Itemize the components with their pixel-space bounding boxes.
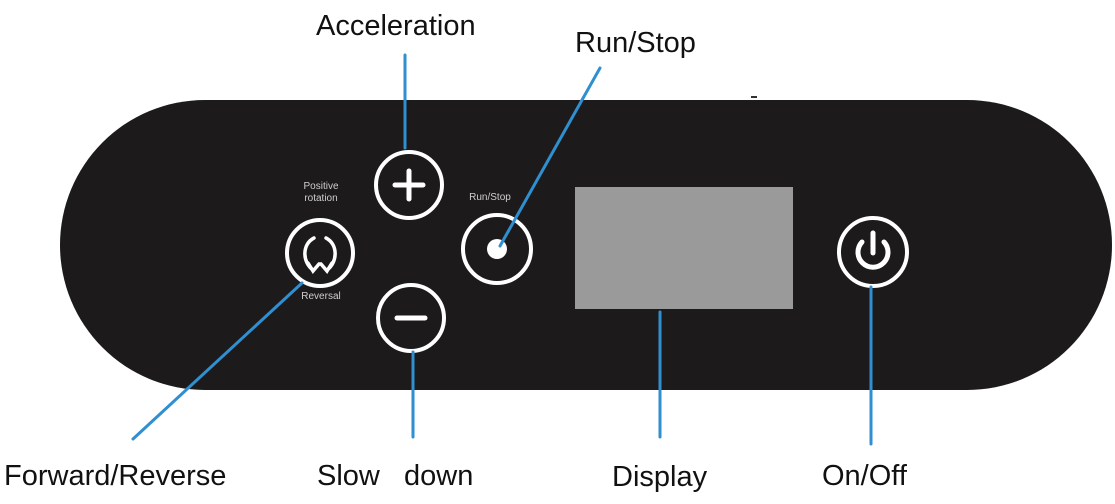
power-icon bbox=[855, 230, 891, 270]
display-screen bbox=[575, 187, 793, 309]
dot-icon bbox=[487, 239, 507, 259]
forward-reverse-callout: Forward/Reverse bbox=[4, 460, 227, 492]
positive-rotation-label-line1: Positive bbox=[303, 181, 339, 192]
positive-rotation-label: Positive rotation bbox=[288, 181, 354, 204]
reversal-label: Reversal bbox=[301, 291, 341, 302]
on-off-callout: On/Off bbox=[822, 460, 907, 492]
display-callout: Display bbox=[612, 461, 708, 493]
run-stop-callout: Run/Stop bbox=[575, 27, 696, 59]
forward-reverse-button[interactable] bbox=[285, 218, 355, 288]
acceleration-callout: Acceleration bbox=[316, 10, 476, 42]
run-stop-button[interactable] bbox=[461, 213, 533, 285]
slow-down-button[interactable] bbox=[376, 283, 446, 353]
run-stop-panel-label: Run/Stop bbox=[469, 192, 511, 203]
run-stop-leader-line bbox=[498, 66, 602, 248]
rotation-arrows-icon bbox=[303, 236, 337, 274]
leader-lines bbox=[131, 53, 873, 446]
slow-down-callout: Slow down bbox=[317, 460, 474, 492]
positive-rotation-label-line2: rotation bbox=[304, 192, 338, 204]
acceleration-button[interactable] bbox=[374, 150, 444, 220]
forward-reverse-leader-line bbox=[131, 281, 304, 441]
on-off-button[interactable] bbox=[837, 216, 909, 288]
plus-icon bbox=[392, 168, 426, 202]
